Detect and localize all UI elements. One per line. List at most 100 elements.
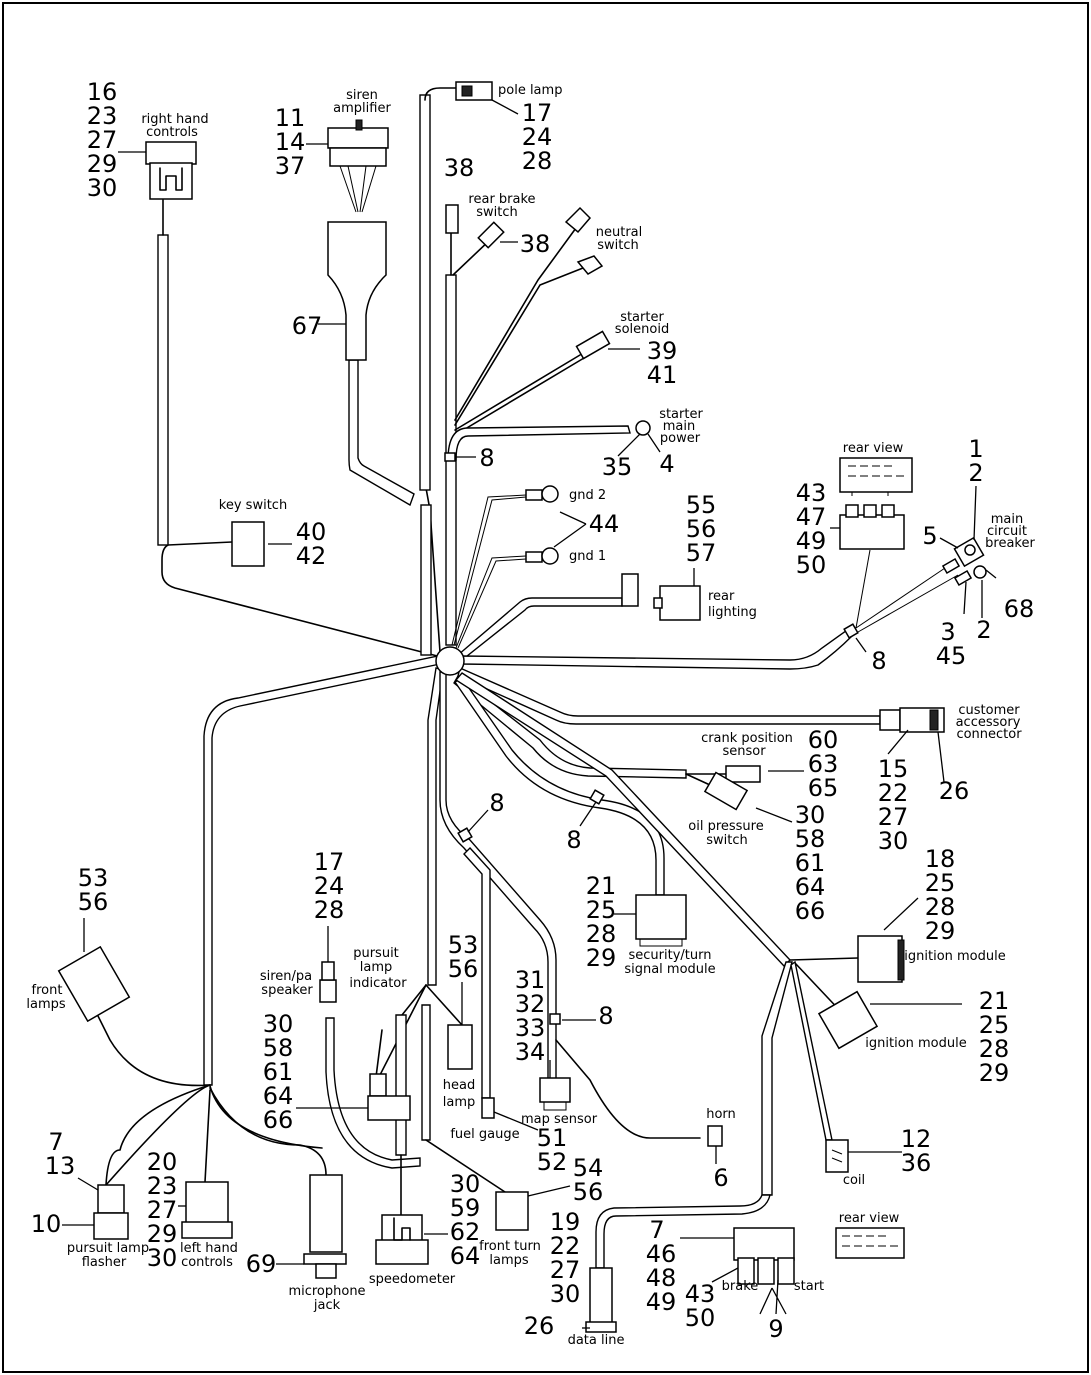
speedo-num-1: 59 xyxy=(450,1194,481,1222)
relay-top-num-3: 50 xyxy=(796,551,827,579)
clip-8-mid xyxy=(589,789,605,805)
mcb-num-4: 45 xyxy=(936,642,967,670)
ign1-num-2: 28 xyxy=(925,893,956,921)
cac-num-3: 30 xyxy=(878,827,909,855)
relay-bot-num-4: 43 xyxy=(685,1280,716,1308)
relay-bot-num-3: 49 xyxy=(646,1288,677,1316)
lhc-label-1: controls xyxy=(181,1255,233,1270)
front-lamps-num-1: 56 xyxy=(78,888,109,916)
clip-top-num: 8 xyxy=(479,444,494,472)
fuel-gauge-part xyxy=(481,1097,495,1119)
coil-num-1: 36 xyxy=(901,1149,932,1177)
rear-brake-switch-part xyxy=(445,204,505,249)
clip-8-right xyxy=(843,623,859,639)
key-switch-label: key switch xyxy=(219,498,287,513)
speedo-num-3: 64 xyxy=(450,1242,481,1270)
coil-num-0: 12 xyxy=(901,1125,932,1153)
solenoid-num-1: 41 xyxy=(647,361,678,389)
relay-top-num-2: 49 xyxy=(796,527,827,555)
stsm-num-1: 25 xyxy=(586,896,617,924)
rhc-num-4: 30 xyxy=(87,174,118,202)
pole-lamp-connector xyxy=(455,81,493,101)
ftl-label-0: front turn xyxy=(479,1239,541,1254)
clip-8-map xyxy=(549,1013,561,1025)
gnd1-label: gnd 1 xyxy=(569,549,606,564)
pli-num-1: 58 xyxy=(263,1034,294,1062)
front-lamps-num-0: 53 xyxy=(78,864,109,892)
starter-solenoid-connector xyxy=(575,330,611,360)
relay-bot-num-6: 9 xyxy=(768,1315,783,1343)
data-line-num-4: 26 xyxy=(524,1312,555,1340)
smp-num-0: 35 xyxy=(602,453,633,481)
lhc-num-1: 23 xyxy=(147,1172,178,1200)
cac-label-2: connector xyxy=(956,727,1022,742)
ground-num: 44 xyxy=(589,510,620,538)
smp-label-2: power xyxy=(660,431,701,446)
spk-num-2: 28 xyxy=(314,896,345,924)
pole-lamp-num-2: 28 xyxy=(522,147,553,175)
rear-lighting-label-0: rear xyxy=(708,589,735,604)
fuel-gauge-label: fuel gauge xyxy=(450,1127,519,1142)
data-line-num-2: 27 xyxy=(550,1256,581,1284)
relay-bot-start-label: start xyxy=(794,1279,824,1294)
cac-label-1: accessory xyxy=(956,715,1021,730)
cac-num-4: 26 xyxy=(939,777,970,805)
plf-label-0: pursuit lamp xyxy=(67,1241,149,1256)
solenoid-label-1: solenoid xyxy=(615,322,669,337)
cac-num-2: 27 xyxy=(878,803,909,831)
fuel-gauge-num-1: 52 xyxy=(537,1148,568,1176)
rbs-label-1: switch xyxy=(476,205,518,220)
pli-num-0: 30 xyxy=(263,1010,294,1038)
spk-num-0: 17 xyxy=(314,848,345,876)
mcb-num-2: 5 xyxy=(922,522,937,550)
cac-num-1: 22 xyxy=(878,779,909,807)
pole-lamp-num-0: 17 xyxy=(522,99,553,127)
data-line-num-0: 19 xyxy=(550,1208,581,1236)
stsm-label-0: security/turn xyxy=(629,948,712,963)
rhc-num-3: 29 xyxy=(87,150,118,178)
pli-label-2: indicator xyxy=(349,976,407,991)
stsm-label-1: signal module xyxy=(624,962,715,977)
rbs-num-0: 38 xyxy=(444,154,475,182)
rear-lighting-num-1: 56 xyxy=(686,515,717,543)
ops-label-0: oil pressure xyxy=(688,819,763,834)
horn-label: horn xyxy=(706,1107,736,1122)
lhc-num-0: 20 xyxy=(147,1148,178,1176)
ignition-module-1-part xyxy=(857,935,905,983)
clip-8-top xyxy=(444,452,456,462)
plf-num-0: 7 xyxy=(48,1128,63,1156)
relay-top-num-0: 43 xyxy=(796,479,827,507)
map-num-3: 34 xyxy=(515,1038,546,1066)
smp-num-1: 4 xyxy=(659,450,674,478)
map-num-2: 33 xyxy=(515,1014,546,1042)
siren-amp-num-2: 37 xyxy=(275,152,306,180)
siren-amp-num-0: 11 xyxy=(275,104,306,132)
relay-top-num-1: 47 xyxy=(796,503,827,531)
spk-label-1: speaker xyxy=(261,983,313,998)
ign1-num-1: 25 xyxy=(925,869,956,897)
starter-ring-terminal xyxy=(635,420,651,436)
relay-block-top xyxy=(839,504,905,550)
pli-label-1: lamp xyxy=(360,960,393,975)
ign1-num-0: 18 xyxy=(925,845,956,873)
head-lamp-label-0: head xyxy=(443,1078,475,1093)
speedo-label: speedometer xyxy=(369,1272,456,1287)
smp-label-1: main xyxy=(663,419,695,434)
front-lamps-label-0: front xyxy=(32,983,63,998)
clip-mid-num-2: 8 xyxy=(598,1002,613,1030)
harness-67-num: 67 xyxy=(292,312,323,340)
neutral-label-0: neutral xyxy=(596,225,643,240)
relay-bot-num-5: 50 xyxy=(685,1304,716,1332)
mcb-num-7: 8 xyxy=(871,647,886,675)
rear-view-bottom-label: rear view xyxy=(839,1211,900,1226)
right-hand-controls-connector xyxy=(145,141,197,200)
front-turn-lamps-part xyxy=(495,1191,529,1231)
ops-num-3: 64 xyxy=(795,873,826,901)
lhc-label-0: left hand xyxy=(180,1241,238,1256)
rear-view-top-connector xyxy=(839,457,913,496)
data-line-num-3: 30 xyxy=(550,1280,581,1308)
ign2-num-3: 29 xyxy=(979,1059,1010,1087)
cac-label-0: customer xyxy=(958,703,1020,718)
key-switch-part xyxy=(231,521,265,567)
